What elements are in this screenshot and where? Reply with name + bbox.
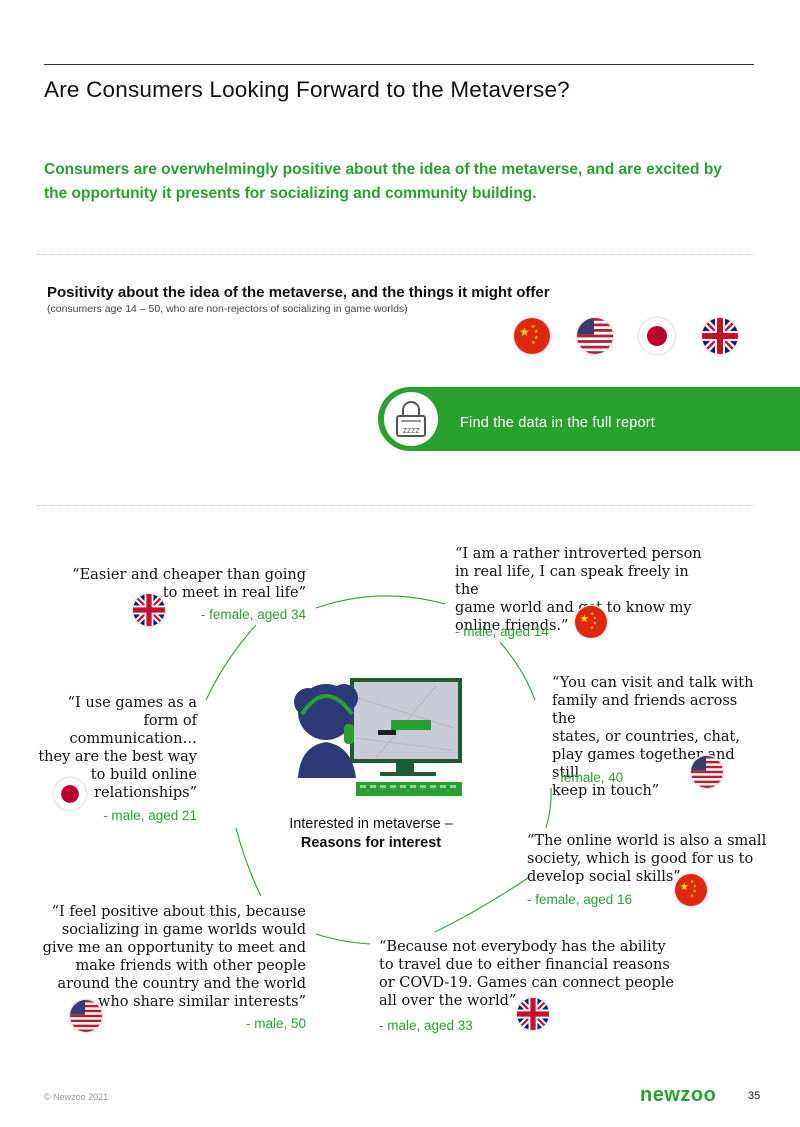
svg-text:★: ★ [531,340,536,346]
section-subtitle: (consumers age 14 – 50, who are non-reje… [47,303,408,315]
respondent-label: - female, 40 [552,770,624,785]
respondent-label: - male, aged 21 [103,808,197,823]
svg-text:★: ★ [579,612,589,625]
center-label: Interested in metaverse – Reasons for in… [289,816,453,851]
respondent-label: - male, aged 33 [379,1018,473,1033]
page-number: 35 [748,1090,761,1102]
respondent-label: - male, 50 [245,1016,306,1031]
top-rule [44,64,754,65]
usa-flag-icon [70,1000,102,1032]
svg-text:★: ★ [693,883,697,889]
china-flag-icon: ★★★★★ [675,874,707,906]
copyright: © Newzoo 2021 [44,1092,109,1102]
svg-text:★: ★ [590,625,594,631]
uk-flag-icon [133,594,165,626]
full-report-label[interactable]: Find the data in the full report [460,415,656,431]
svg-text:★: ★ [693,889,697,895]
newzoo-logo: newzoo [640,1084,717,1106]
respondent-label: - male, aged 14 [455,624,549,639]
usa-flag-icon [691,756,723,788]
page-title: Are Consumers Looking Forward to the Met… [44,77,570,102]
svg-text:★: ★ [531,324,536,330]
svg-text:★: ★ [690,893,694,899]
usa-flag-icon [577,318,613,354]
divider [36,254,754,255]
svg-text:★: ★ [679,880,689,893]
china-flag-icon: ★★★★★ [514,318,550,354]
japan-flag-icon [54,778,86,810]
svg-text:★: ★ [534,329,539,335]
svg-text:★: ★ [519,325,530,339]
svg-text:ZZZZ: ZZZZ [403,427,420,435]
svg-text:★: ★ [593,615,597,621]
divider [36,505,754,506]
svg-text:★: ★ [590,611,594,617]
full-report-button[interactable] [378,387,800,451]
gamer-illustration [294,678,462,796]
svg-text:★: ★ [690,879,694,885]
japan-flag-icon [639,318,675,354]
respondent-label: - female, aged 34 [200,607,306,622]
padlock-icon: ZZZZ [384,392,438,446]
svg-text:★: ★ [593,621,597,627]
china-flag-icon: ★★★★★ [575,606,607,638]
uk-flag-icon [517,998,549,1030]
respondent-label: - female, aged 16 [527,892,633,907]
lead-text: Consumers are overwhelmingly positive ab… [44,161,722,202]
svg-text:★: ★ [534,335,539,341]
section-title: Positivity about the idea of the metaver… [47,284,550,301]
